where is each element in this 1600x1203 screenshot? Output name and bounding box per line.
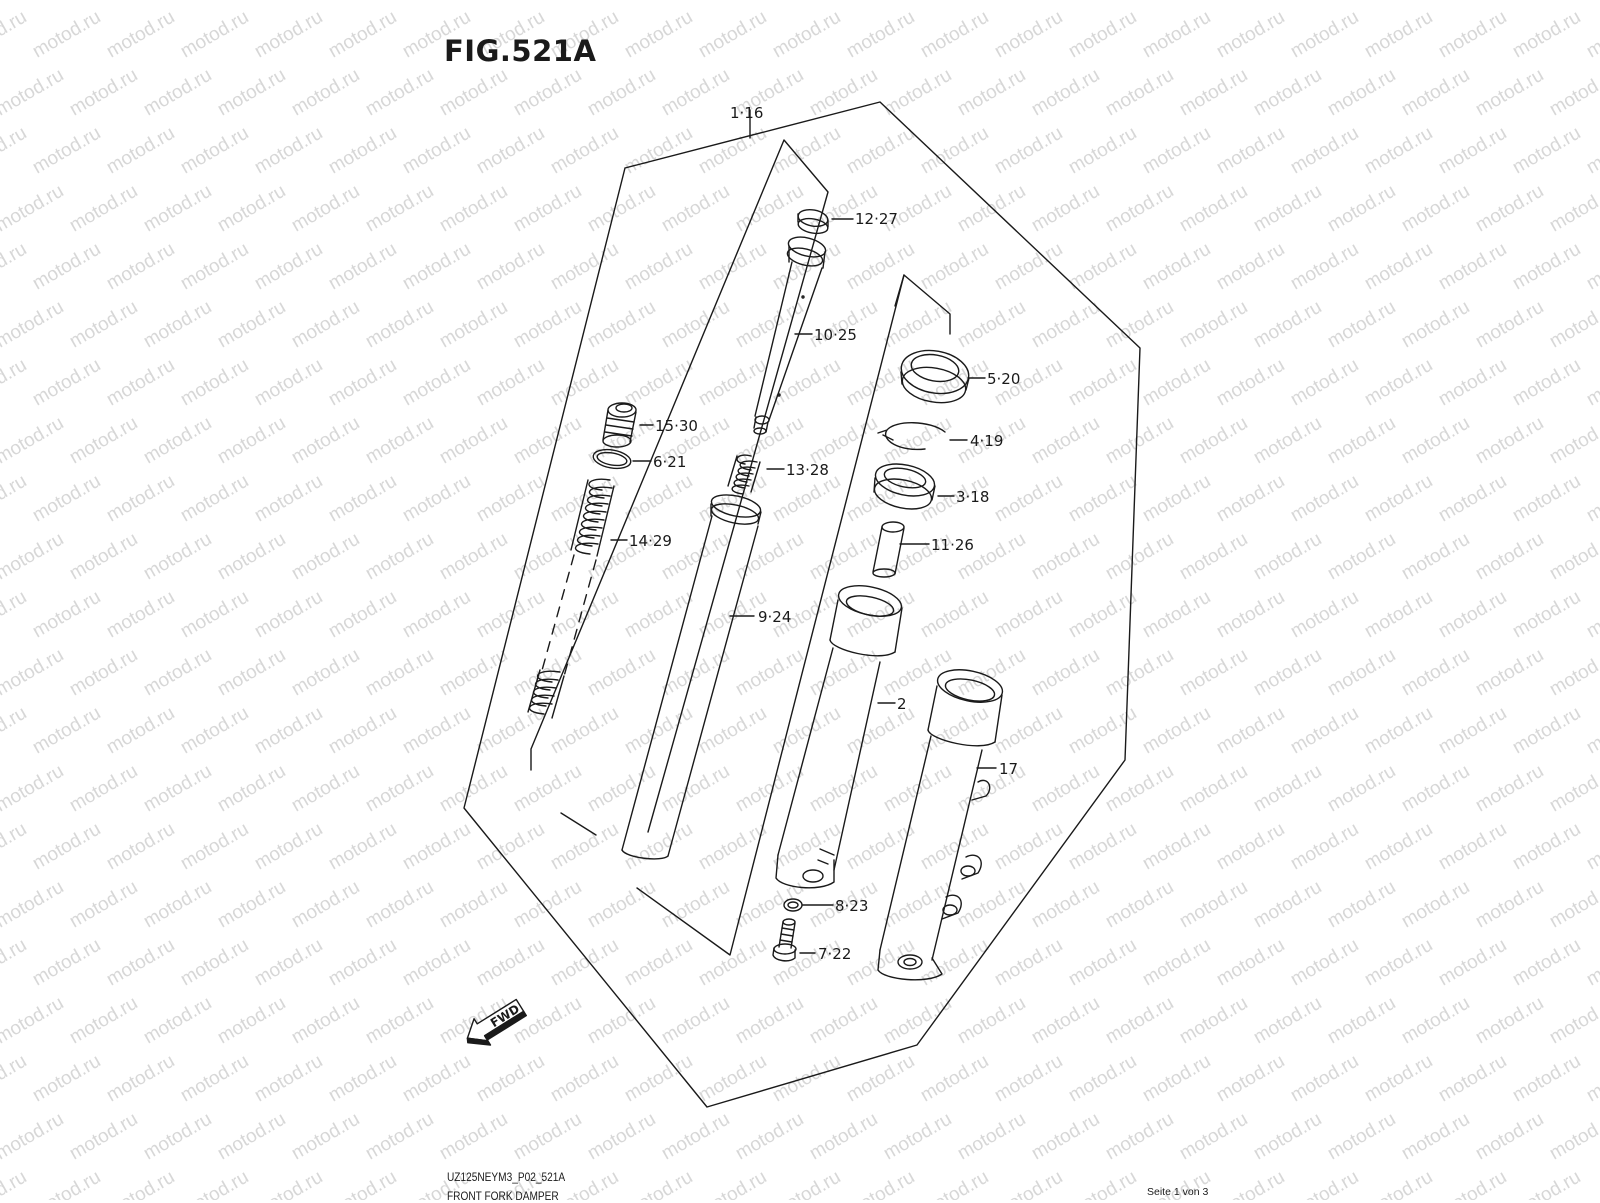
inner-tube xyxy=(621,494,762,860)
label-cap-bolt: 15·30 xyxy=(655,417,698,435)
label-gasket: 8·23 xyxy=(835,897,868,915)
label-oil-seal: 3·18 xyxy=(956,488,989,506)
label-fork-spring: 14·29 xyxy=(629,532,672,550)
assembly-boundary xyxy=(463,101,1141,1108)
label-damper-rod: 10·25 xyxy=(814,326,857,344)
label-rebound-spring: 13·28 xyxy=(786,461,829,479)
oil-seal xyxy=(873,463,955,510)
fwd-arrow-icon: FWD xyxy=(466,998,528,1046)
label-snap-ring: 4·19 xyxy=(970,432,1003,450)
label-oil-lock-piece: 11·26 xyxy=(931,536,974,554)
outer-tube-right xyxy=(775,585,903,889)
oil-lock-piece xyxy=(872,521,930,578)
diagram-code: UZ125NEYM3_P02_521A xyxy=(447,1172,566,1184)
page-indicator: Seite 1 von 3 xyxy=(1147,1186,1209,1198)
fork-spring xyxy=(527,478,628,719)
label-outer-tube-left: 17 xyxy=(999,760,1018,778)
label-fork-cap-ring: 12·27 xyxy=(855,210,898,228)
rebound-spring xyxy=(727,454,785,495)
damper-bolt xyxy=(772,918,816,962)
label-o-ring: 6·21 xyxy=(653,453,686,471)
gasket xyxy=(783,898,834,912)
dust-seal xyxy=(900,349,986,404)
label-dust-seal: 5·20 xyxy=(987,370,1020,388)
callout-labels: 1·16 12·27 10·25 5·20 15·30 4·19 6·21 13… xyxy=(629,104,1020,963)
label-inner-tube: 9·24 xyxy=(758,608,791,626)
label-outer-tube-right: 2 xyxy=(897,695,907,713)
label-assembly: 1·16 xyxy=(730,104,763,122)
outer-tube-left xyxy=(877,669,1004,981)
snap-ring xyxy=(877,422,968,451)
label-damper-bolt: 7·22 xyxy=(818,945,851,963)
damper-rod xyxy=(753,236,827,435)
cap-bolt xyxy=(602,402,654,448)
inner-bracket-left xyxy=(530,139,829,836)
figure-title: FIG.521A xyxy=(444,34,597,68)
inner-bracket-right xyxy=(636,274,951,956)
o-ring xyxy=(592,448,652,470)
fork-cap-ring xyxy=(797,209,854,235)
diagram-name: FRONT FORK DAMPER xyxy=(447,1191,559,1203)
